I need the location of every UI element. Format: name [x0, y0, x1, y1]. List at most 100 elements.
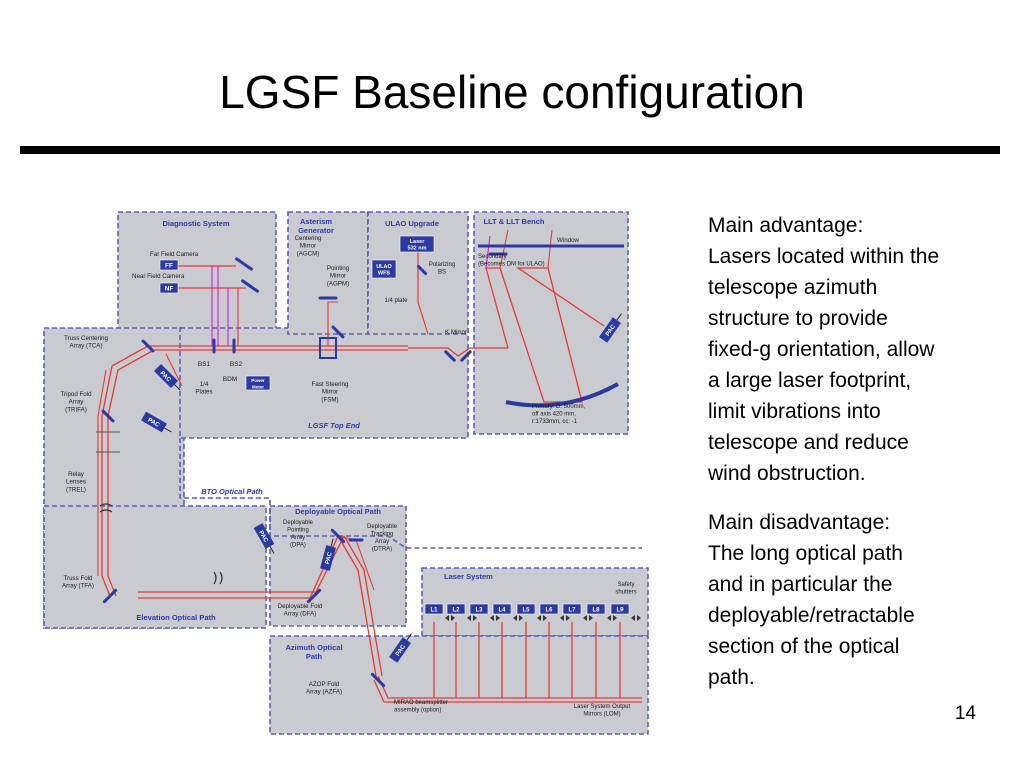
advantage-heading: Main advantage:	[708, 214, 864, 237]
quarter-plate-label: 1/4 plate	[384, 298, 408, 304]
window-label: Window	[557, 237, 580, 244]
laser-l5-box	[516, 603, 536, 615]
pac-llt-body	[599, 317, 621, 343]
k-mirror-device-2	[460, 350, 472, 362]
llt-panel	[473, 211, 629, 435]
safety-shutter-arrow	[467, 615, 477, 621]
lgsf-top-end-title: LGSF Top End	[308, 421, 360, 430]
safety-shutter-arrow	[445, 615, 455, 621]
laser-system-title: Laser System	[444, 572, 493, 581]
advantage-line: wind obstruction.	[708, 462, 866, 485]
safety-shutter-arrow	[513, 615, 523, 621]
laser-532-box	[399, 235, 435, 253]
safety-shutter-arrow	[583, 615, 593, 621]
azimuth-to-deployable-1	[337, 535, 377, 677]
tfa-mirror	[102, 588, 118, 604]
bs2-label: BS2	[230, 361, 243, 368]
laser-l8-box-label: L8	[592, 608, 600, 614]
side-text: Main advantage: Lasers located within th…	[708, 210, 998, 711]
ulao-wfs-box	[371, 259, 397, 279]
laser-l6-box	[539, 603, 559, 615]
primary-label: Primary: D: 500mm,off axis 420 mm,r:1733…	[532, 404, 586, 425]
power-meter-box	[245, 375, 271, 391]
pac-trifa-label: PAC	[147, 417, 161, 429]
laser-l3-box-label: L3	[475, 608, 483, 614]
safety-shutter-arrow	[537, 615, 547, 621]
disadvantage-line: deployable/retractable	[708, 604, 915, 627]
pac-dfa-body	[320, 545, 336, 571]
safety-shutter-arrow	[607, 615, 617, 621]
laser-l1-box	[424, 603, 444, 615]
bs1-label: BS1	[198, 361, 211, 368]
laser-l2-box-label: L2	[452, 608, 460, 614]
page-number: 14	[954, 703, 976, 724]
truss-break-mark	[99, 503, 113, 513]
disadvantage-paragraph: Main disadvantage: The long optical path…	[708, 507, 998, 693]
disadvantage-line: section of the optical	[708, 635, 900, 658]
laser-l8-box	[586, 603, 606, 615]
diagnostic-panel	[117, 211, 277, 335]
pac-dfa: PAC	[320, 538, 336, 571]
elevation-title: Elevation Optical Path	[136, 613, 216, 622]
near-field-camera-box	[159, 282, 179, 294]
azimuth-to-deployable-2	[343, 535, 383, 677]
advantage-line: Lasers located within the	[708, 245, 940, 268]
laser-l7-box	[562, 603, 582, 615]
azimuth-beam-2	[373, 679, 642, 703]
dfa-mirror	[306, 588, 322, 604]
primary-mirror	[505, 382, 619, 408]
near-field-fold-mirror	[241, 279, 259, 293]
tca-branch-beam	[165, 353, 183, 387]
advantage-line: structure to provide	[708, 307, 888, 330]
slide-title: LGSF Baseline configuration	[219, 66, 805, 118]
llt-title: LLT & LLT Bench	[484, 217, 545, 226]
laser-l3-box	[469, 603, 489, 615]
pac-dfa-label: PAC	[325, 551, 334, 565]
k-mirror-label: K Mirror	[445, 329, 467, 336]
far-field-camera-box	[159, 259, 179, 271]
laser-l4-box	[492, 603, 512, 615]
fast-steering-mirror-device	[319, 337, 337, 359]
elevation-break-mark	[213, 571, 223, 585]
laser-system-panel	[421, 567, 649, 637]
pac-azimuth-cable	[406, 633, 412, 641]
secondary-label: Secondary(Becomes DM for ULAO)	[478, 254, 545, 268]
advantage-line: telescope azimuth	[708, 276, 878, 299]
polarizing-bs-device	[416, 264, 428, 276]
pac-tca-cable	[174, 384, 181, 391]
llt-exit-beam-1	[499, 229, 509, 269]
near-field-camera-label: Near Field Camera	[132, 273, 185, 280]
deployable-panel	[269, 505, 407, 627]
laser-l7-box-label: L7	[568, 608, 576, 614]
advantage-line: fixed-g orientation, allow	[708, 338, 935, 361]
pac-dfa-cable	[330, 538, 334, 547]
bto-path-outline	[179, 438, 642, 549]
laser-l5-box-label: L5	[522, 608, 530, 614]
diagnostic-title: Diagnostic System	[162, 219, 229, 228]
dpa-mirror	[330, 528, 346, 544]
far-field-camera-box-label: FF	[165, 263, 173, 270]
relay-lens-marks	[96, 431, 120, 453]
disadvantage-heading: Main disadvantage:	[708, 511, 891, 534]
pac-trifa: PAC	[141, 411, 172, 433]
azimuth-panel	[269, 635, 649, 735]
advantage-line: a large laser footprint,	[708, 369, 912, 392]
deployable-title: Deployable Optical Path	[295, 507, 381, 516]
